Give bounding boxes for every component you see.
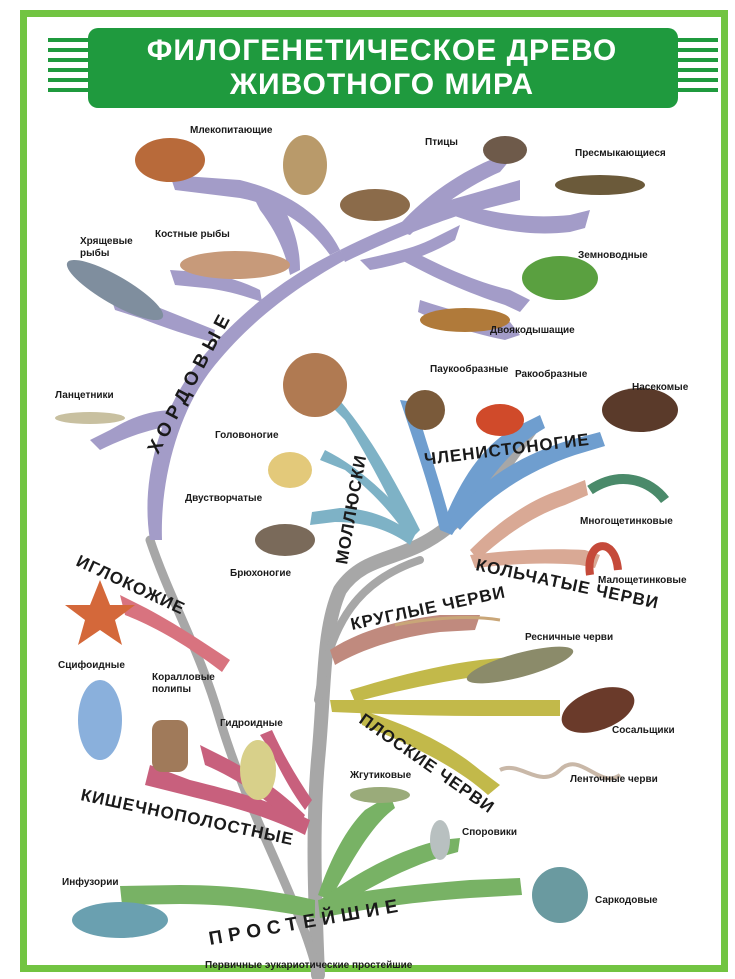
frog-icon bbox=[522, 256, 598, 300]
euglena-icon bbox=[350, 787, 410, 803]
label-birds: Птицы bbox=[425, 137, 458, 148]
kangaroo-icon bbox=[283, 135, 327, 195]
label-ciliates: Инфузории bbox=[62, 876, 119, 888]
label-tapeworms: Ленточные черви bbox=[570, 774, 658, 785]
spider-icon bbox=[405, 390, 445, 430]
paramecium-icon bbox=[72, 902, 168, 938]
label-cephalopods: Головоногие bbox=[215, 430, 279, 441]
label-footer: Первичные эукариотические простейшие bbox=[205, 960, 413, 971]
earthworm-icon bbox=[589, 546, 618, 575]
platypus-icon bbox=[340, 189, 410, 221]
crab-icon bbox=[476, 404, 524, 436]
label-sarcodina: Саркодовые bbox=[595, 895, 658, 906]
title-line-1: ФИЛОГЕНЕТИЧЕСКОЕ ДРЕВО bbox=[48, 34, 716, 68]
label-sporozoa: Споровики bbox=[462, 827, 517, 838]
label-cartilaginous-fish-1: Хрящевые bbox=[80, 236, 133, 247]
label-hydrozoa: Гидроидные bbox=[220, 718, 283, 729]
bird-icon bbox=[483, 136, 527, 164]
label-corals-1: Коралловые bbox=[152, 672, 215, 683]
label-cartilaginous-fish-2: рыбы bbox=[80, 247, 109, 259]
hydra-icon bbox=[240, 740, 276, 800]
label-lancelets: Ланцетники bbox=[55, 390, 114, 401]
label-bivalves: Двустворчатые bbox=[185, 493, 263, 504]
title-line-2: ЖИВОТНОГО МИРА bbox=[48, 68, 716, 102]
label-polychaetes: Многощетинковые bbox=[580, 516, 673, 527]
title-block: ФИЛОГЕНЕТИЧЕСКОЕ ДРЕВО ЖИВОТНОГО МИРА bbox=[48, 28, 716, 108]
shark-icon bbox=[60, 250, 169, 329]
bony-fish-icon bbox=[180, 251, 290, 279]
label-reptiles: Пресмыкающиеся bbox=[575, 148, 666, 159]
squirrel-icon bbox=[135, 138, 205, 182]
label-flagellates: Жгутиковые bbox=[349, 770, 412, 781]
label-flukes: Сосальщики bbox=[612, 725, 675, 736]
label-ciliated-worms: Ресничные черви bbox=[525, 632, 613, 643]
lancelet-icon bbox=[55, 412, 125, 424]
label-lungfish: Двоякодышащие bbox=[490, 325, 575, 336]
scallop-icon bbox=[268, 452, 312, 488]
sporozoa-icon bbox=[430, 820, 450, 860]
label-scyphozoa: Сцифоидные bbox=[58, 659, 125, 671]
jellyfish-icon bbox=[78, 680, 122, 760]
label-mammals: Млекопитающие bbox=[190, 125, 273, 136]
butterfly-icon bbox=[602, 388, 678, 432]
coral-polyp-icon bbox=[152, 720, 188, 772]
label-corals-2: полипы bbox=[152, 684, 191, 695]
snail-icon bbox=[255, 524, 315, 556]
polychaete-icon bbox=[590, 479, 665, 500]
label-bony-fish: Костные рыбы bbox=[155, 228, 230, 240]
label-arachnids: Паукообразные bbox=[430, 363, 509, 375]
label-amphibians: Земноводные bbox=[578, 250, 648, 261]
octopus-icon bbox=[283, 353, 347, 417]
label-insects: Насекомые bbox=[632, 382, 689, 393]
label-crustaceans: Ракообразные bbox=[515, 368, 588, 380]
amoeba-icon bbox=[532, 867, 588, 923]
lizard-icon bbox=[555, 175, 645, 195]
label-gastropods: Брюхоногие bbox=[230, 568, 291, 579]
